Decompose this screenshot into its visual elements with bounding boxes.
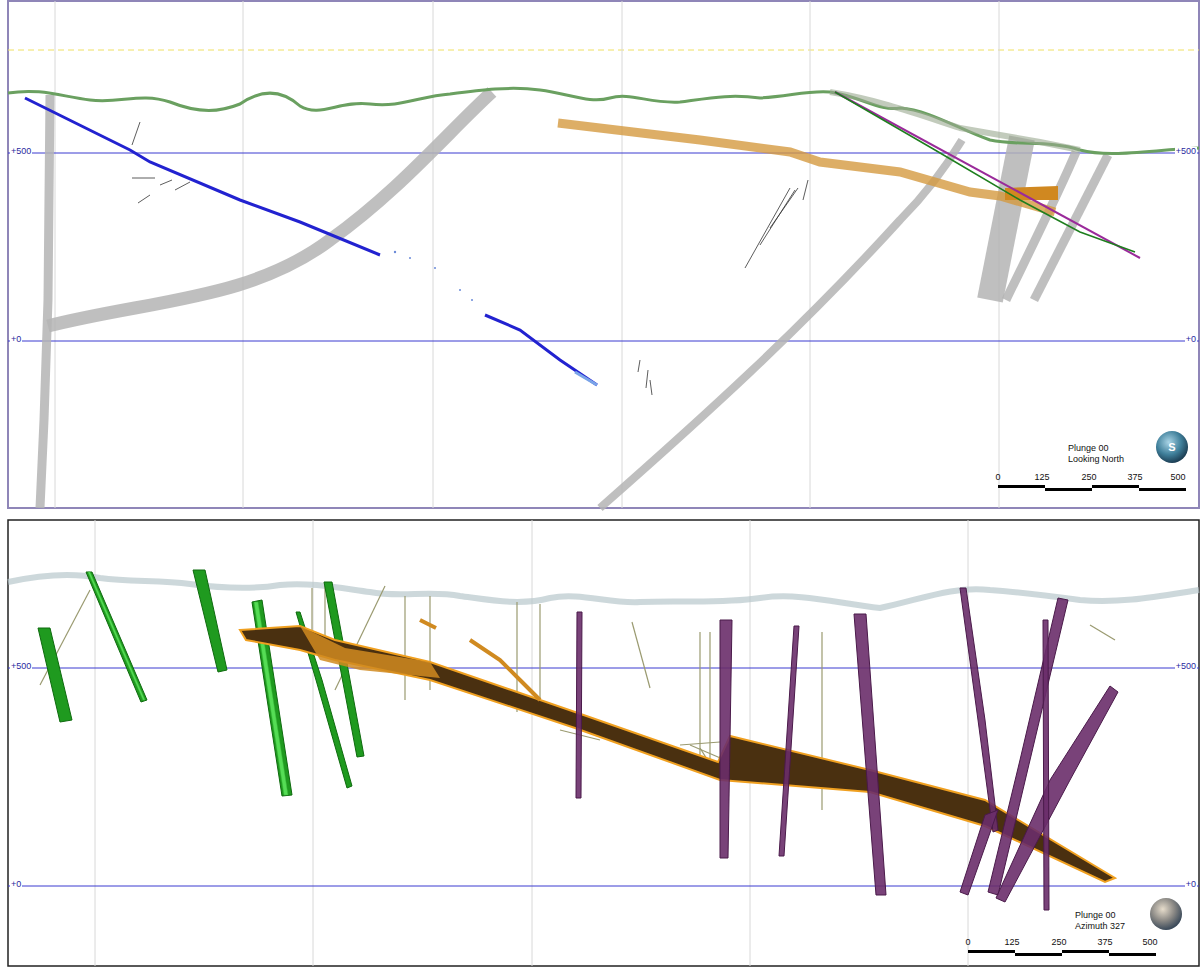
scale-number: 375 — [1097, 938, 1112, 948]
compass-letter: S — [1168, 441, 1175, 453]
scale-bar — [968, 950, 1156, 956]
scale-number: 125 — [1004, 938, 1019, 948]
elevation-label: +0 — [1185, 335, 1197, 345]
top-panel — [8, 1, 1199, 508]
view-note: Azimuth 327 — [1075, 922, 1125, 932]
scale-number: 125 — [1034, 473, 1049, 483]
elevation-label: +0 — [10, 335, 22, 345]
elevation-label: +500 — [1175, 662, 1197, 672]
bottom-panel — [8, 520, 1199, 966]
scale-number: 250 — [1081, 473, 1096, 483]
elevation-label: +500 — [10, 147, 32, 157]
elevation-label: +500 — [10, 662, 32, 672]
scale-number: 500 — [1170, 473, 1185, 483]
view-note: Looking North — [1068, 455, 1124, 465]
elevation-label: +0 — [1185, 880, 1197, 890]
scale-number: 500 — [1142, 938, 1157, 948]
scale-number: 250 — [1051, 938, 1066, 948]
orientation-ball — [1156, 431, 1188, 463]
orientation-ball — [1150, 898, 1182, 930]
scale-number: 0 — [995, 473, 1000, 483]
view-note: Plunge 00 — [1075, 911, 1116, 921]
elevation-label: +500 — [1175, 147, 1197, 157]
elevation-label: +0 — [10, 880, 22, 890]
scale-bar — [998, 485, 1186, 491]
view-note: Plunge 00 — [1068, 444, 1109, 454]
scale-number: 375 — [1127, 473, 1142, 483]
scale-number: 0 — [965, 938, 970, 948]
